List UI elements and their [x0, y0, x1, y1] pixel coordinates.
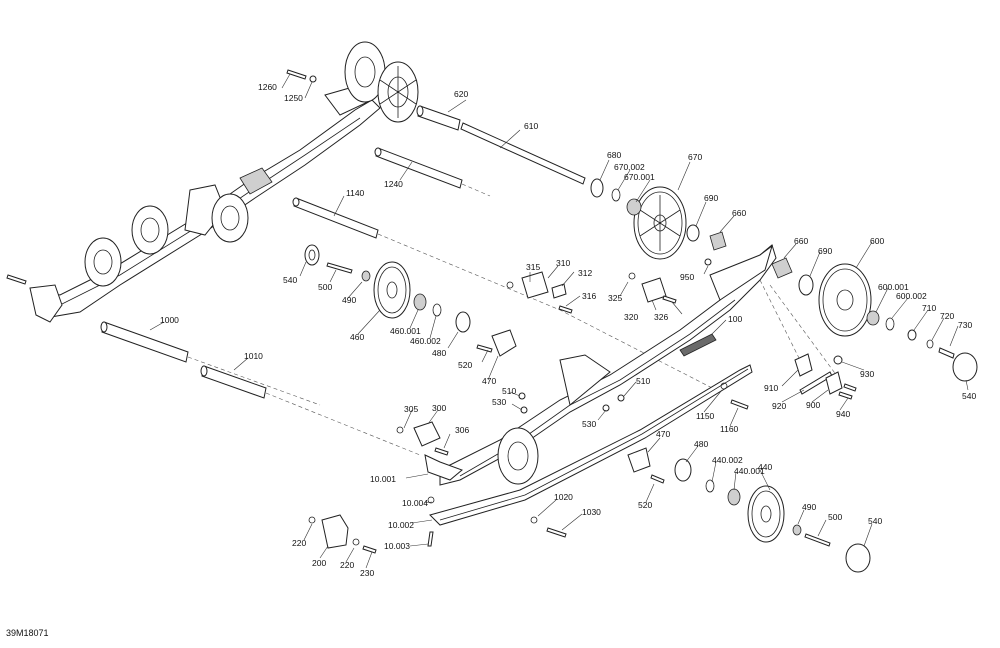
callout-490: 490	[342, 295, 356, 305]
callout-500-b: 500	[828, 512, 842, 522]
callout-670-002: 670.002	[614, 162, 645, 172]
callout-300: 300	[432, 403, 446, 413]
callout-230: 230	[360, 568, 374, 578]
callout-610: 610	[524, 121, 538, 131]
callout-440-002: 440.002	[712, 455, 743, 465]
callout-312: 312	[578, 268, 592, 278]
callout-1150: 1150	[696, 411, 715, 421]
callout-490-b: 490	[802, 502, 816, 512]
callout-325: 325	[608, 293, 622, 303]
callout-730: 730	[958, 320, 972, 330]
callout-460-002: 460.002	[410, 336, 441, 346]
callout-220-b: 220	[340, 560, 354, 570]
callout-labels: 1260 1250 620 610 680 670.002 670.001 67…	[160, 82, 976, 578]
callout-600-001: 600.001	[878, 282, 909, 292]
callout-10-003: 10.003	[384, 541, 410, 551]
callout-600-002: 600.002	[896, 291, 927, 301]
right-rail-wheel	[497, 427, 539, 485]
cross-shafts	[100, 105, 586, 399]
callout-100: 100	[728, 314, 742, 324]
callout-480: 480	[432, 348, 446, 358]
callout-660-b: 660	[794, 236, 808, 246]
callout-720: 720	[940, 311, 954, 321]
callout-660: 660	[732, 208, 746, 218]
callout-440-001: 440.001	[734, 466, 765, 476]
wheel-440	[747, 485, 785, 543]
callout-510-b: 510	[636, 376, 650, 386]
callout-1000: 1000	[160, 315, 179, 325]
callout-1260: 1260	[258, 82, 277, 92]
callout-670: 670	[688, 152, 702, 162]
callout-480-b: 480	[694, 439, 708, 449]
callout-940: 940	[836, 409, 850, 419]
callout-1020: 1020	[554, 492, 573, 502]
callout-1140: 1140	[346, 188, 365, 198]
callout-520-b: 520	[638, 500, 652, 510]
callout-710: 710	[922, 303, 936, 313]
callout-690: 690	[704, 193, 718, 203]
callout-1160: 1160	[720, 424, 739, 434]
left-rail-wheels	[84, 41, 419, 287]
callout-900: 900	[806, 400, 820, 410]
callout-540-b: 540	[868, 516, 882, 526]
wheel-670	[633, 186, 687, 260]
callout-1010: 1010	[244, 351, 263, 361]
wheel-460	[373, 261, 411, 319]
wheel-600	[818, 263, 872, 337]
callout-600: 600	[870, 236, 884, 246]
callout-540: 540	[283, 275, 297, 285]
callout-310: 310	[556, 258, 570, 268]
callout-326: 326	[654, 312, 668, 322]
callout-920: 920	[772, 401, 786, 411]
callout-10-001: 10.001	[370, 474, 396, 484]
callout-620: 620	[454, 89, 468, 99]
callout-510: 510	[502, 386, 516, 396]
callout-305: 305	[404, 404, 418, 414]
callout-10-002: 10.002	[388, 520, 414, 530]
callout-440: 440	[758, 462, 772, 472]
callout-460: 460	[350, 332, 364, 342]
callout-540-c: 540	[962, 391, 976, 401]
leader-lines	[149, 73, 969, 569]
callout-950: 950	[680, 272, 694, 282]
callout-306: 306	[455, 425, 469, 435]
callout-320: 320	[624, 312, 638, 322]
callout-530: 530	[492, 397, 506, 407]
callout-10-004: 10.004	[402, 498, 428, 508]
callout-470: 470	[482, 376, 496, 386]
callout-1240: 1240	[384, 179, 403, 189]
slider-runner	[424, 364, 753, 526]
callout-220: 220	[292, 538, 306, 548]
part-680	[590, 178, 604, 198]
callout-1030: 1030	[582, 507, 601, 517]
callout-680: 680	[607, 150, 621, 160]
callout-690-b: 690	[818, 246, 832, 256]
callout-315: 315	[526, 262, 540, 272]
callout-670-001: 670.001	[624, 172, 655, 182]
reference-code: 39M18071	[6, 628, 49, 638]
callout-316: 316	[582, 291, 596, 301]
callout-520: 520	[458, 360, 472, 370]
callout-1250: 1250	[284, 93, 303, 103]
callout-470-b: 470	[656, 429, 670, 439]
callout-530-b: 530	[582, 419, 596, 429]
callout-930: 930	[860, 369, 874, 379]
callout-460-001: 460.001	[390, 326, 421, 336]
callout-910: 910	[764, 383, 778, 393]
callout-500: 500	[318, 282, 332, 292]
callout-200: 200	[312, 558, 326, 568]
